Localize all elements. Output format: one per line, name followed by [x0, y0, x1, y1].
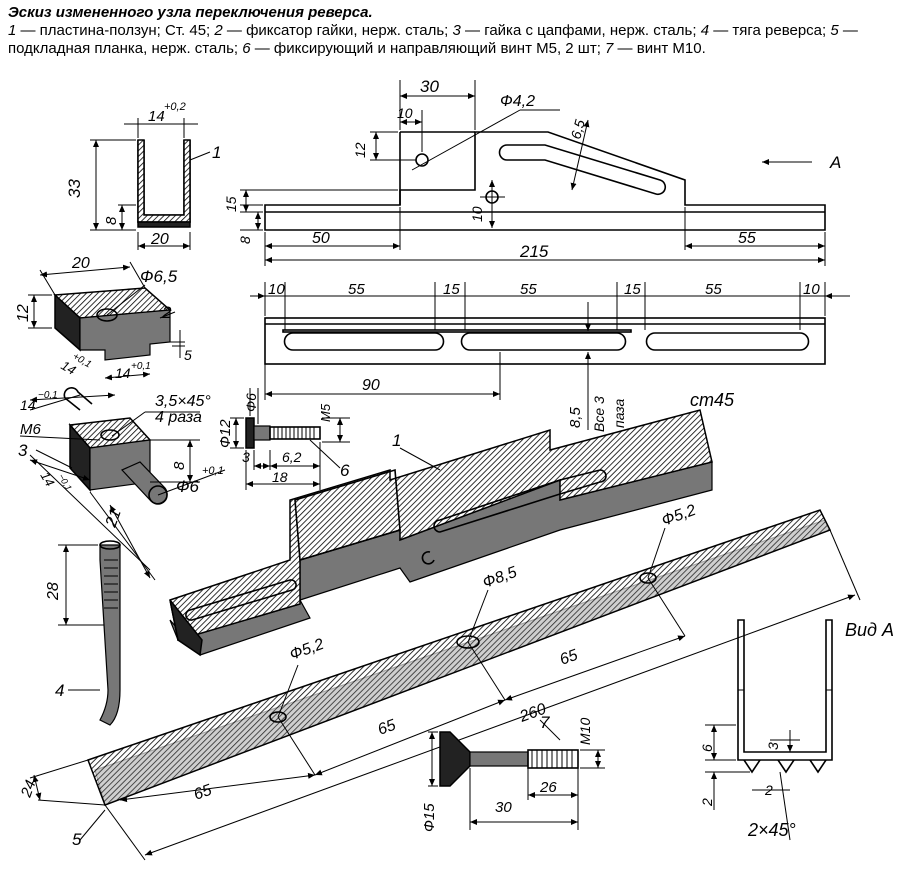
dim-row-15a: 15	[443, 281, 460, 298]
part-label-5: 5	[72, 830, 82, 849]
caption-item-5: 5 — подкладная планка, нерж. сталь;	[8, 22, 858, 57]
part-label-4: 4	[55, 681, 64, 700]
dim-3-5x45: 3,5×45°	[155, 393, 211, 410]
dim-12a: 12	[352, 142, 368, 158]
dim-15a: 15	[223, 196, 239, 212]
dim-30: 30	[420, 77, 439, 96]
dim-8a: 8	[103, 216, 120, 225]
m10-screw-part	[428, 719, 605, 830]
dim-3b: 3	[765, 742, 781, 750]
dim-14-m01-tol: −0,1	[38, 390, 58, 401]
caption-item-2: 2 — фиксатор гайки, нерж. сталь;	[214, 22, 453, 39]
caption-item-7: 7 — винт М10.	[605, 40, 706, 57]
slotted-plate	[250, 282, 850, 430]
dim-6: 6	[699, 744, 715, 752]
dim-row-55c: 55	[705, 281, 722, 298]
slider-plate-end-view	[90, 118, 211, 250]
dim-14-01a: 14	[59, 358, 79, 378]
view-a-label: Вид А	[845, 620, 894, 640]
dim-26: 26	[539, 779, 557, 796]
guide-screw-part	[230, 388, 350, 490]
dim-65d: 65	[558, 647, 581, 669]
dim-row-15b: 15	[624, 281, 641, 298]
dim-row-10a: 10	[268, 281, 285, 298]
dim-8-5: 8,5	[567, 406, 584, 428]
dim-65b: 65	[192, 782, 215, 804]
part-label-6: 6	[340, 461, 350, 480]
base-plate-part	[29, 509, 861, 861]
dim-6-2: 6,2	[282, 449, 302, 465]
dim-phi-4-2: Ф4,2	[500, 93, 535, 110]
material-label: ст45	[690, 390, 735, 410]
dim-2a: 2	[699, 798, 715, 807]
part-label-7: 7	[540, 713, 550, 732]
dim-M5: М5	[318, 403, 333, 422]
dim-50: 50	[312, 230, 330, 247]
dim-M10: М10	[577, 718, 593, 745]
dim-33: 33	[65, 179, 84, 198]
view-arrow-label: А	[829, 153, 841, 172]
dim-M6: М6	[20, 421, 41, 438]
dim-18: 18	[272, 469, 288, 485]
dim-phi-6: Ф6	[176, 477, 200, 496]
caption-item-1: 1 — пластина-ползун; Ст. 45;	[8, 22, 215, 39]
dim-30b: 30	[495, 799, 512, 816]
dim-14-02: 14	[148, 108, 165, 125]
dim-phi-6-5: Ф6,5	[140, 267, 178, 286]
dim-phi-12: Ф12	[217, 419, 234, 448]
dim-4-raza: 4 раза	[155, 409, 202, 426]
dim-14-02-tol: +0,2	[164, 101, 186, 113]
dim-21: 21	[102, 507, 124, 530]
caption-item-6: 6 — фиксирующий и направляющий винт М5, …	[242, 40, 606, 57]
dim-phi-6-tol: +0,1	[202, 465, 224, 477]
dim-14-01b-tol: +0,1	[131, 361, 151, 372]
dim-phi-6b: Ф6	[243, 393, 259, 412]
dim-14-m01b: 14	[37, 469, 57, 489]
dim-phi-5-2b: Ф5,2	[660, 502, 699, 530]
caption-title: Эскиз измененного узла переключения реве…	[8, 4, 373, 21]
dim-row-55a: 55	[348, 281, 365, 298]
dim-20b: 20	[71, 255, 90, 272]
slider-plate-side-view	[240, 80, 826, 266]
dim-28: 28	[45, 582, 62, 601]
dim-10b: 10	[469, 206, 485, 222]
dim-6-5: 6,5	[567, 118, 588, 141]
dim-55a: 55	[738, 230, 756, 247]
caption-item-3: 3 — гайка с цапфами, нерж. сталь;	[452, 22, 701, 39]
reverse-rod-part	[58, 540, 121, 726]
caption-item-4: 4 — тяга реверса;	[700, 22, 831, 39]
part-label-1b: 1	[392, 431, 401, 450]
dim-14-01b: 14	[115, 365, 131, 381]
dim-phi-5-2a: Ф5,2	[288, 636, 327, 664]
dim-row-10b: 10	[803, 281, 820, 298]
part-label-3: 3	[18, 441, 28, 460]
dim-5: 5	[184, 347, 192, 363]
dim-215: 215	[519, 242, 549, 261]
part-label-1: 1	[212, 143, 221, 162]
dim-8b: 8	[237, 236, 253, 244]
dim-phi-15: Ф15	[421, 803, 438, 832]
trunnion-nut-part	[19, 387, 226, 581]
dim-3: 3	[242, 449, 250, 465]
dim-phi-8-5: Ф8,5	[481, 564, 520, 592]
dim-12b: 12	[15, 304, 32, 322]
slots-note-2: паза	[611, 398, 627, 428]
dim-8c: 8	[171, 461, 188, 470]
dim-10a: 10	[397, 105, 413, 121]
dim-24: 24	[17, 778, 39, 800]
dim-row-55b: 55	[520, 281, 537, 298]
dim-90: 90	[362, 377, 380, 394]
figure-caption: Эскиз измененного узла переключения реве…	[8, 4, 898, 58]
slots-note-1: Все 3	[591, 396, 607, 432]
dim-14-m01: 14	[20, 397, 36, 413]
dim-65c: 65	[376, 717, 399, 739]
part-label-2: 2	[161, 303, 172, 322]
nut-retainer-part	[28, 261, 185, 381]
view-a-section	[705, 619, 833, 841]
dim-2x45: 2×45°	[747, 820, 796, 840]
dim-2b: 2	[764, 782, 773, 798]
dim-20a: 20	[150, 231, 169, 248]
